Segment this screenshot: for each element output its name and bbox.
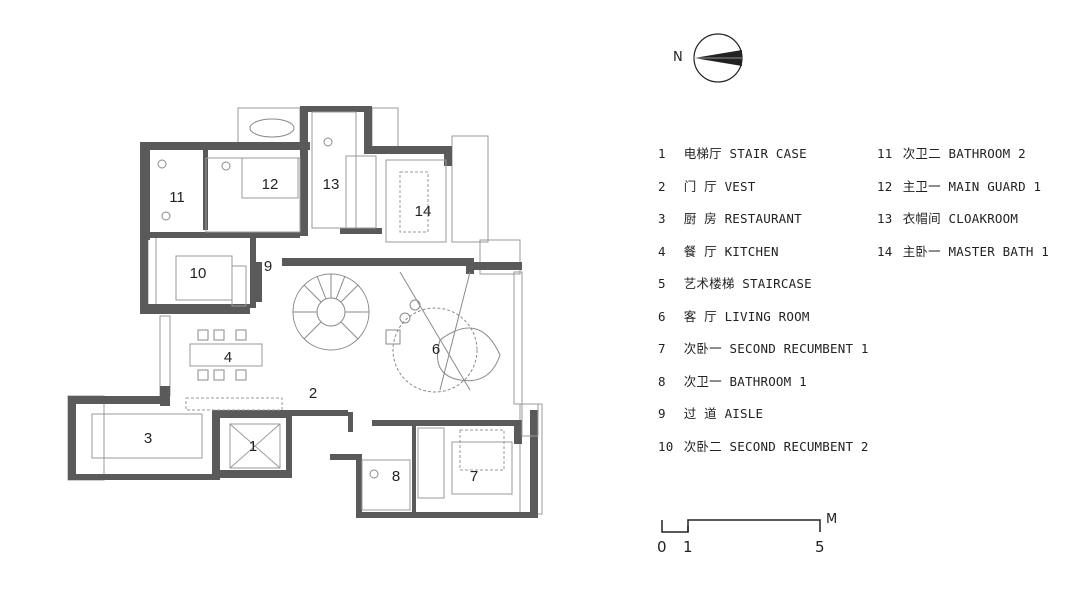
legend-item-number: 6 bbox=[658, 308, 666, 324]
compass-icon bbox=[693, 33, 743, 83]
room-label-8: 8 bbox=[392, 468, 400, 485]
legend-item: 5 艺术楼梯 STAIRCASE bbox=[658, 274, 869, 307]
legend-item-name: 艺术楼梯 STAIRCASE bbox=[683, 276, 812, 291]
legend-item: 2 门 厅 VEST bbox=[658, 177, 869, 210]
room-label-14: 14 bbox=[415, 203, 432, 220]
legend-item-number: 10 bbox=[658, 438, 674, 454]
legend-item: 13 衣帽间 CLOAKROOM bbox=[877, 209, 1049, 242]
scale-label-0: 0 bbox=[657, 538, 667, 556]
legend-item-name: 过 道 AISLE bbox=[683, 406, 764, 421]
legend-item-number: 14 bbox=[877, 243, 893, 259]
legend-item-name: 厨 房 RESTAURANT bbox=[683, 211, 802, 226]
room-label-1: 1 bbox=[249, 438, 257, 455]
legend-item-number: 12 bbox=[877, 178, 893, 194]
room-label-2: 2 bbox=[309, 385, 317, 402]
legend-item: 6 客 厅 LIVING ROOM bbox=[658, 307, 869, 340]
legend-item-name: 客 厅 LIVING ROOM bbox=[683, 308, 810, 324]
living-furniture bbox=[385, 271, 501, 393]
room-label-10: 10 bbox=[190, 265, 207, 282]
scale-unit-label: M bbox=[826, 512, 838, 527]
legend-item: 12 主卫一 MAIN GUARD 1 bbox=[877, 177, 1049, 210]
room-label-13: 13 bbox=[323, 176, 340, 193]
legend-item-name: 次卧一 SECOND RECUMBENT 1 bbox=[683, 341, 869, 356]
room-label-12: 12 bbox=[262, 176, 279, 193]
legend-item-name: 主卫一 MAIN GUARD 1 bbox=[902, 178, 1042, 194]
legend-item: 10 次卧二 SECOND RECUMBENT 2 bbox=[658, 437, 869, 470]
legend-item-name: 主卧一 MASTER BATH 1 bbox=[902, 243, 1049, 259]
room-label-7: 7 bbox=[470, 468, 478, 485]
legend-item-number: 3 bbox=[658, 211, 666, 226]
legend-item-number: 4 bbox=[658, 243, 666, 259]
scale-label-1: 1 bbox=[683, 538, 693, 556]
legend-item-number: 9 bbox=[658, 406, 666, 421]
legend-item-name: 次卫二 BATHROOM 2 bbox=[902, 146, 1026, 161]
legend-item: 7 次卧一 SECOND RECUMBENT 1 bbox=[658, 339, 869, 372]
legend-item-number: 5 bbox=[658, 276, 666, 291]
legend-item-name: 次卫一 BATHROOM 1 bbox=[683, 373, 807, 389]
fixtures bbox=[157, 118, 379, 479]
legend-item-name: 餐 厅 KITCHEN bbox=[683, 243, 779, 259]
legend-item-name: 门 厅 VEST bbox=[683, 178, 756, 194]
legend-item: 14 主卧一 MASTER BATH 1 bbox=[877, 242, 1049, 275]
legend-item: 8 次卫一 BATHROOM 1 bbox=[658, 372, 869, 405]
legend-item-name: 电梯厅 STAIR CASE bbox=[683, 146, 807, 161]
room-label-11: 11 bbox=[169, 189, 185, 206]
legend-item: 4 餐 厅 KITCHEN bbox=[658, 242, 869, 275]
dining-chairs bbox=[197, 329, 247, 381]
legend-item-number: 13 bbox=[877, 211, 893, 226]
compass-north-label: N bbox=[673, 50, 683, 65]
scale-bar bbox=[661, 519, 821, 533]
interior-lines bbox=[91, 111, 539, 511]
legend-item-number: 8 bbox=[658, 373, 666, 389]
scale-label-5: 5 bbox=[815, 538, 825, 556]
spiral-staircase bbox=[292, 273, 370, 351]
legend-item-number: 7 bbox=[658, 341, 666, 356]
legend-item-number: 1 bbox=[658, 146, 666, 161]
room-label-4: 4 bbox=[224, 349, 232, 366]
room-label-6: 6 bbox=[432, 341, 440, 358]
legend-item: 11 次卫二 BATHROOM 2 bbox=[877, 144, 1049, 177]
room-label-9: 9 bbox=[264, 258, 272, 275]
legend-item: 9 过 道 AISLE bbox=[658, 404, 869, 437]
room-labels: 1 2 3 4 6 7 8 9 10 11 12 13 14 bbox=[144, 176, 478, 485]
legend-item-number: 2 bbox=[658, 178, 666, 194]
legend-item: 1 电梯厅 STAIR CASE bbox=[658, 144, 869, 177]
legend-item-name: 次卧二 SECOND RECUMBENT 2 bbox=[683, 438, 869, 454]
room-label-3: 3 bbox=[144, 430, 152, 447]
legend-item-name: 衣帽间 CLOAKROOM bbox=[902, 211, 1019, 226]
legend-item-number: 11 bbox=[877, 146, 893, 161]
legend-item: 3 厨 房 RESTAURANT bbox=[658, 209, 869, 242]
